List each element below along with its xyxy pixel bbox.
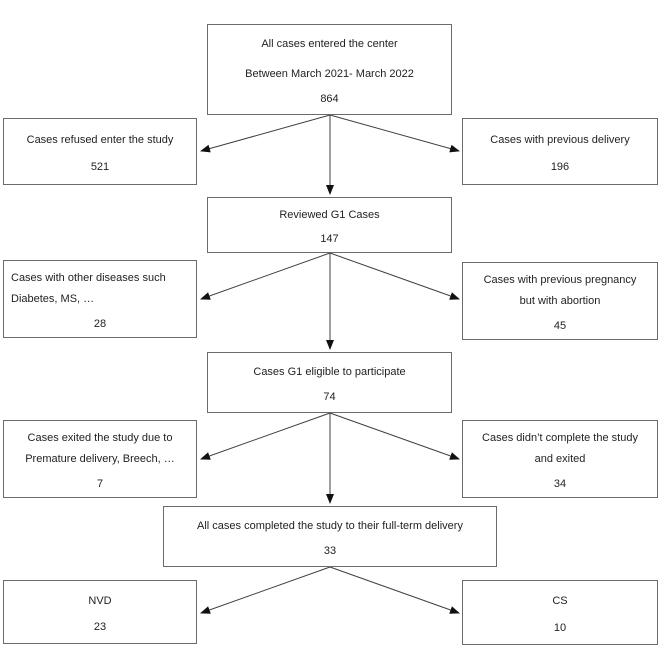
flow-node-nvd: NVD 23 [3,580,197,644]
arrow-completed-to-nvd [200,566,331,614]
node-count: 33 [323,545,337,558]
node-label: Cases with previous delivery [490,133,630,146]
node-label: Reviewed G1 Cases [279,209,380,221]
node-count: 864 [320,93,339,106]
node-label: Cases with previous pregnancy but with a… [483,274,637,308]
arrow-eligible-to-exited [200,412,331,460]
node-label: NVD [88,594,112,607]
node-count: 45 [553,319,567,332]
node-label: Cases G1 eligible to participate [253,365,406,378]
node-count: 147 [320,233,339,245]
node-label: Cases with other diseases such Diabetes,… [11,272,166,306]
node-label: All cases completed the study to their f… [197,519,463,532]
flow-node-other-diseases: Cases with other diseases such Diabetes,… [3,260,197,338]
node-label: Between March 2021- March 2022 [245,67,414,80]
node-label: Cases didn’t complete the study and exit… [482,432,638,466]
arrow-completed-to-cs [329,566,460,614]
flow-node-previous-delivery: Cases with previous delivery 196 [462,118,658,185]
node-count: 521 [90,161,110,174]
node-count: 196 [550,161,570,174]
node-label: Cases exited the study due to Premature … [25,432,175,466]
arrow-reviewed-to-abortion [329,252,460,300]
flow-node-refused: Cases refused enter the study 521 [3,118,197,185]
flow-node-didnt-complete: Cases didn’t complete the study and exit… [462,420,658,498]
node-count: 7 [96,477,104,490]
node-label: Cases refused enter the study [26,133,174,146]
node-count: 10 [553,622,567,634]
node-count: 34 [553,477,567,490]
node-count: 23 [93,621,107,634]
arrow-entered-to-previous-delivery [329,114,460,153]
node-count: 28 [93,317,107,330]
flow-node-reviewed-g1: Reviewed G1 Cases 147 [207,197,452,253]
flow-node-cs: CS 10 [462,580,658,645]
arrow-reviewed-to-other-diseases [200,252,331,300]
arrow-entered-to-refused [200,114,331,153]
flow-node-all-cases-entered: All cases entered the center Between Mar… [207,24,452,115]
arrow-eligible-to-didnt-complete [329,412,460,460]
flow-node-eligible: Cases G1 eligible to participate 74 [207,352,452,413]
node-label: CS [552,595,568,607]
node-count: 74 [323,391,336,404]
node-label: All cases entered the center [261,37,398,50]
flow-node-previous-pregnancy-abortion: Cases with previous pregnancy but with a… [462,262,658,340]
flow-node-exited-premature: Cases exited the study due to Premature … [3,420,197,498]
flow-node-completed-full-term: All cases completed the study to their f… [163,506,497,567]
